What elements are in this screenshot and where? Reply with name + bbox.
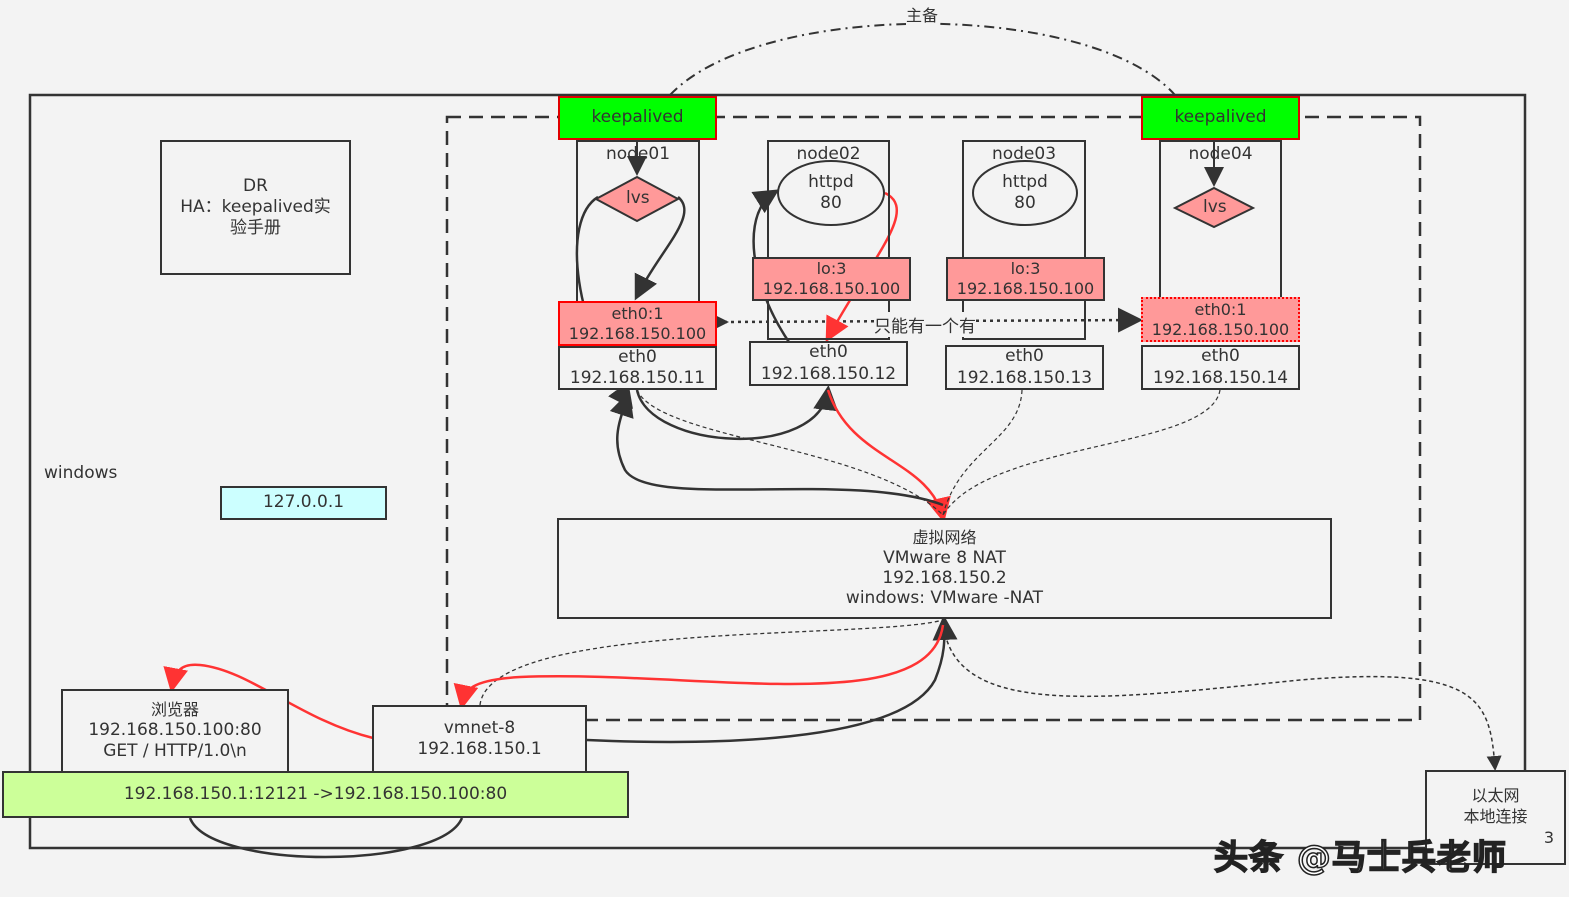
lo-node03: lo:3 192.168.150.100 <box>946 257 1105 301</box>
node02-label: node02 <box>796 144 861 164</box>
node04-frame: node04 <box>1159 140 1282 300</box>
dr-subtitle-2: 验手册 <box>230 218 281 239</box>
eth0-name: eth0 <box>809 342 848 363</box>
node01-frame: node01 <box>576 140 700 305</box>
vip-node01: eth0:1 192.168.150.100 <box>558 301 717 346</box>
node03-label: node03 <box>991 144 1057 164</box>
browser-box: 浏览器 192.168.150.100:80 GET / HTTP/1.0\n <box>61 689 289 773</box>
eth0-ip: 192.168.150.14 <box>1152 367 1289 388</box>
httpd-name: httpd <box>808 171 854 192</box>
browser-title: 浏览器 <box>150 699 199 719</box>
master-backup-label: 主备 <box>906 2 939 26</box>
lo-name: lo:3 <box>816 259 847 278</box>
vip-name: eth0:1 <box>611 303 664 323</box>
nat-name: VMware 8 NAT <box>883 547 1006 568</box>
nat-gateway: 192.168.150.2 <box>882 567 1007 588</box>
node02-frame: node02 <box>767 140 890 340</box>
loopback-ip: 127.0.0.1 <box>262 492 345 513</box>
node01-label: node01 <box>605 144 671 164</box>
node03-frame: node03 <box>962 140 1086 340</box>
ethernet-number: 3 <box>1543 827 1554 847</box>
lo-ip: 192.168.150.100 <box>762 279 901 298</box>
keepalived-backup-label: keepalived <box>1174 107 1267 128</box>
httpd-name: httpd <box>1002 171 1048 192</box>
dr-box: DR HA：keepalived实 验手册 <box>160 140 351 275</box>
vip-ip: 192.168.150.100 <box>568 323 707 343</box>
windows-frame <box>28 93 1527 850</box>
ethernet-local: 本地连接 <box>1463 807 1528 827</box>
vmnet8-box: vmnet-8 192.168.150.1 <box>372 705 587 773</box>
vip-exclusive-label: 只能有一个有 <box>874 312 976 337</box>
browser-request: GET / HTTP/1.0\n <box>103 741 247 761</box>
eth0-node03: eth0 192.168.150.13 <box>945 345 1104 390</box>
lo-name: lo:3 <box>1010 259 1041 278</box>
eth0-node01: eth0 192.168.150.11 <box>558 346 717 390</box>
dr-subtitle: HA：keepalived实 <box>180 196 331 217</box>
node04-label: node04 <box>1188 144 1253 164</box>
vip-name: eth0:1 <box>1194 299 1247 319</box>
loopback-box: 127.0.0.1 <box>220 486 387 520</box>
master-backup-arc <box>669 22 1176 96</box>
dr-title: DR <box>243 175 268 196</box>
eth0-ip: 192.168.150.12 <box>760 363 897 384</box>
ethernet-title: 以太网 <box>1471 786 1520 806</box>
vm-frame <box>445 115 1422 722</box>
watermark: 头条 @马士兵老师 <box>1213 837 1507 879</box>
eth0-ip: 192.168.150.13 <box>956 367 1093 388</box>
windows-label: windows <box>44 463 118 483</box>
httpd-node02: httpd 80 <box>778 163 884 223</box>
lvs-label-node01: lvs <box>626 188 650 208</box>
httpd-port: 80 <box>820 193 842 213</box>
vip-exclusive-line <box>703 307 1143 335</box>
vmnet-ip: 192.168.150.1 <box>417 739 542 759</box>
httpd-node03: httpd 80 <box>973 163 1077 223</box>
browser-target: 192.168.150.100:80 <box>88 719 262 740</box>
eth0-node02: eth0 192.168.150.12 <box>749 341 908 386</box>
eth0-node04: eth0 192.168.150.14 <box>1141 345 1300 390</box>
httpd-port: 80 <box>1014 193 1036 213</box>
lo-node02: lo:3 192.168.150.100 <box>752 257 911 301</box>
ethernet-box: 以太网 本地连接 3 <box>1425 770 1566 865</box>
vip-node04: eth0:1 192.168.150.100 <box>1141 297 1300 342</box>
eth0-name: eth0 <box>618 346 657 367</box>
keepalived-backup: keepalived <box>1141 96 1300 140</box>
nat-title: 虚拟网络 <box>912 528 977 548</box>
eth0-name: eth0 <box>1005 346 1044 367</box>
lo-ip: 192.168.150.100 <box>956 279 1095 298</box>
socket-bar: 192.168.150.1:12121 ->192.168.150.100:80 <box>2 771 629 818</box>
eth0-ip: 192.168.150.11 <box>569 368 706 388</box>
vmnet-name: vmnet-8 <box>443 717 516 738</box>
eth0-name: eth0 <box>1201 346 1240 367</box>
keepalived-master: keepalived <box>558 96 717 140</box>
vip-ip: 192.168.150.100 <box>1151 319 1290 339</box>
keepalived-master-label: keepalived <box>591 107 684 128</box>
vmware-nat-box: 虚拟网络 VMware 8 NAT 192.168.150.2 windows:… <box>557 518 1332 619</box>
socket-connection: 192.168.150.1:12121 ->192.168.150.100:80 <box>123 783 508 804</box>
nat-windows: windows: VMware -NAT <box>845 588 1044 609</box>
lvs-label-node04: lvs <box>1203 197 1227 217</box>
